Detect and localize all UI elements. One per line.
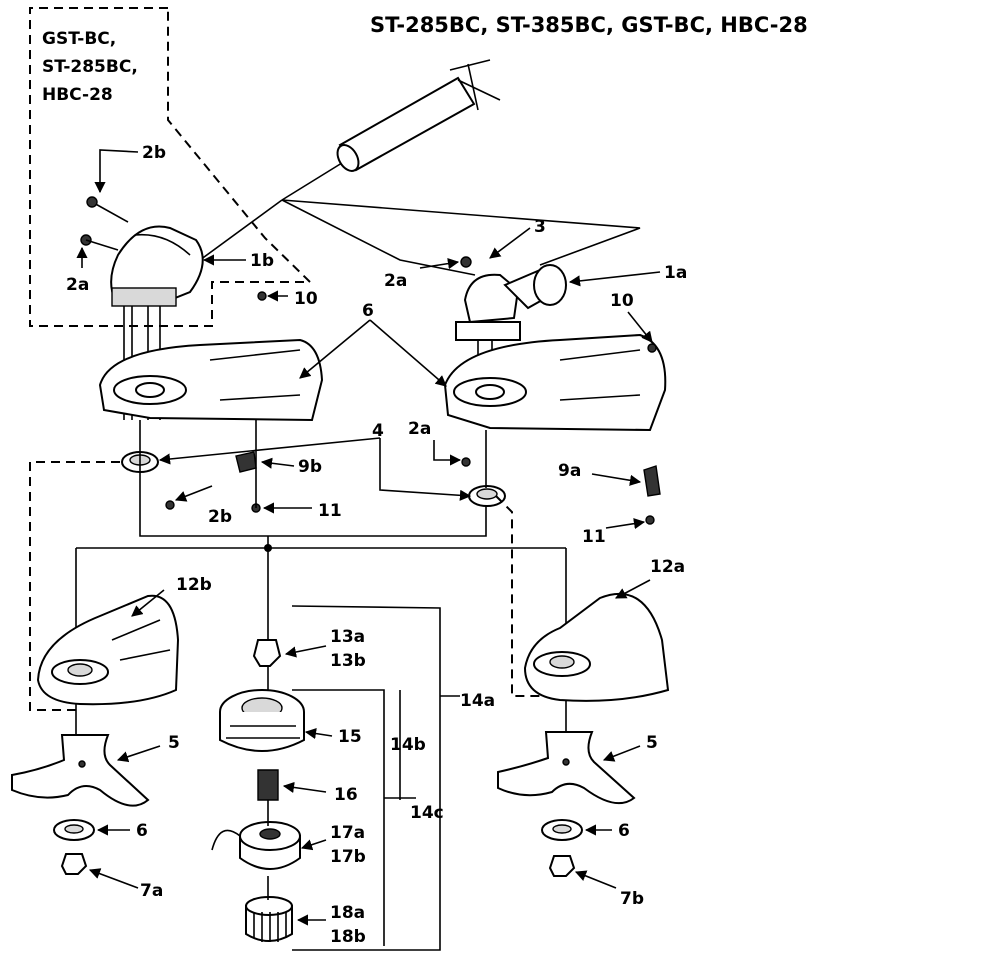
callout-3: 3 <box>534 217 546 237</box>
clip-9b <box>235 451 257 473</box>
callout-10-right: 10 <box>610 291 634 311</box>
callout-15: 15 <box>338 727 362 747</box>
callout-17b: 17b <box>330 847 366 867</box>
callout-18b: 18b <box>330 927 366 947</box>
screw-2b-top <box>91 201 129 223</box>
inset-label-line-2: ST-285BC, <box>42 57 138 77</box>
spool-17 <box>211 821 301 870</box>
callout-14c: 14c <box>410 803 444 823</box>
drive-shaft-tube <box>281 59 501 201</box>
callout-14a: 14a <box>460 691 495 711</box>
callout-1b: 1b <box>250 251 274 271</box>
callout-7a: 7a <box>140 881 163 901</box>
nut-7a <box>60 853 88 875</box>
callout-12b: 12b <box>176 575 212 595</box>
shield-plate-left <box>98 338 324 422</box>
inset-label-line-1: GST-BC, <box>42 29 116 49</box>
washer-6-left <box>53 819 95 841</box>
spool-housing-15 <box>219 689 305 752</box>
callout-6-left: 6 <box>136 821 148 841</box>
callout-9b: 9b <box>298 457 322 477</box>
callout-16: 16 <box>334 785 358 805</box>
nut-7b <box>548 855 576 877</box>
callout-2a-left: 2a <box>66 275 89 295</box>
diagram-title: ST-285BC, ST-385BC, GST-BC, HBC-28 <box>370 13 808 37</box>
callout-11-mid: 11 <box>318 501 342 521</box>
bearing-4-right <box>468 485 506 507</box>
callout-4: 4 <box>372 421 384 441</box>
callout-7b: 7b <box>620 889 644 909</box>
gearhead-1b <box>110 225 204 420</box>
inset-label-line-3: HBC-28 <box>42 85 113 105</box>
washer-6-right <box>541 819 583 841</box>
callout-2b-top: 2b <box>142 143 166 163</box>
blade-5-right <box>497 731 636 805</box>
callout-10-left: 10 <box>294 289 318 309</box>
callout-13b: 13b <box>330 651 366 671</box>
callout-17a: 17a <box>330 823 365 843</box>
guard-12b <box>36 594 180 706</box>
callout-2a-mid: 2a <box>408 419 431 439</box>
callout-1a: 1a <box>664 263 687 283</box>
bolt-13 <box>252 639 282 667</box>
callout-18a: 18a <box>330 903 365 923</box>
spring-16 <box>257 769 279 801</box>
callout-5-left: 5 <box>168 733 180 753</box>
callout-12a: 12a <box>650 557 685 577</box>
callout-6-right: 6 <box>618 821 630 841</box>
callout-2b-mid: 2b <box>208 507 232 527</box>
callout-2a-right: 2a <box>384 271 407 291</box>
callout-11-right: 11 <box>582 527 606 547</box>
callout-13a: 13a <box>330 627 365 647</box>
model-inset-box: GST-BC, ST-285BC, HBC-28 <box>29 7 313 327</box>
callout-9a: 9a <box>558 461 581 481</box>
callout-6-top: 6 <box>362 301 374 321</box>
callout-5-right: 5 <box>646 733 658 753</box>
blade-5-left <box>11 734 150 807</box>
guard-12a <box>523 592 670 702</box>
shield-plate-right <box>443 333 667 432</box>
spool-knob-18 <box>245 896 293 942</box>
callout-14b: 14b <box>390 735 426 755</box>
clip-9a <box>643 465 661 497</box>
gearhead-1a <box>455 256 567 420</box>
